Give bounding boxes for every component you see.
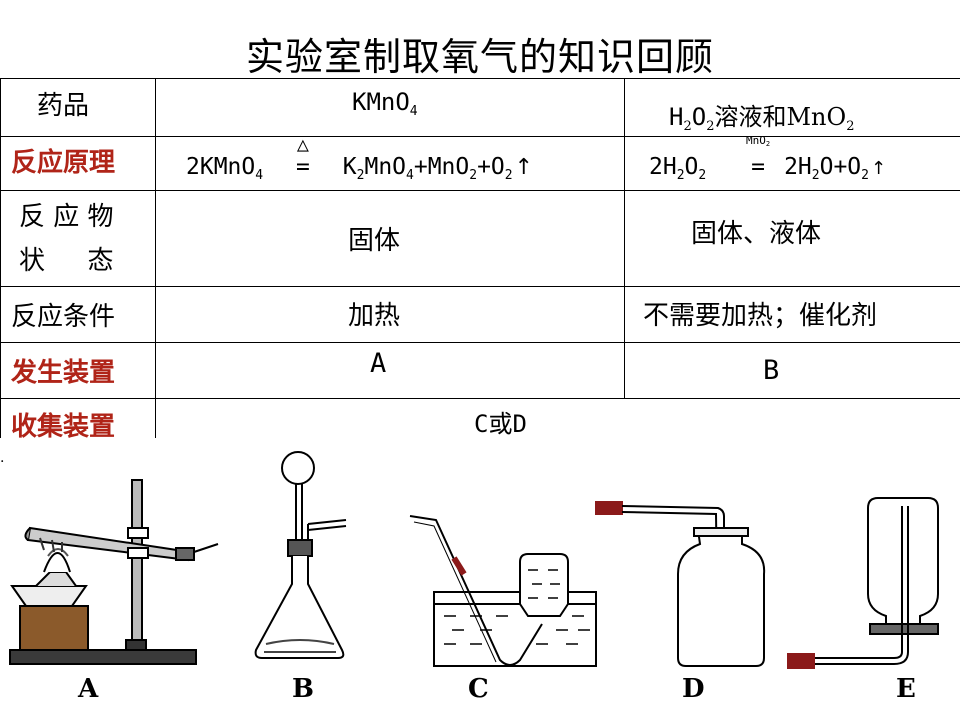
oxygen-table: 药品 KMnO4 H2O2溶液和MnO2 反应原理 2KMnO4 △ = K2M… [0, 78, 960, 438]
row-principle: 反应原理 2KMnO4 △ = K2MnO4+MnO2+O2↑ 2H2O2 Mn… [0, 132, 960, 191]
apparatus-d [595, 501, 766, 667]
header-generator: 发生装置 [0, 342, 156, 399]
generator-a: A [155, 342, 625, 399]
row-drug: 药品 KMnO4 H2O2溶液和MnO2 [0, 78, 960, 137]
apparatus-a [9, 479, 219, 665]
apparatus-c [409, 515, 597, 667]
header-condition: 反应条件 [0, 286, 156, 343]
collector-cd: C或D [155, 398, 960, 438]
label-a: A [78, 674, 99, 704]
generator-b: B [624, 342, 960, 399]
label-c: C [468, 674, 489, 704]
gas-arrow-icon: ↑ [514, 155, 534, 180]
header-principle: 反应原理 [0, 136, 156, 191]
header-drug: 药品 [0, 78, 156, 137]
row-state: 反 应 物 状 态 固体 固体、液体 [0, 190, 960, 287]
state-solid: 固体 [155, 190, 625, 287]
condition-catalyst: 不需要加热；催化剂 [624, 286, 960, 343]
apparatus-illustration: · [0, 451, 939, 669]
label-d: D [682, 674, 705, 704]
header-collector: 收集装置 [0, 398, 156, 438]
row-condition: 反应条件 加热 不需要加热；催化剂 [0, 286, 960, 343]
equation-kmno4: 2KMnO4 △ = K2MnO4+MnO2+O2↑ [155, 132, 625, 191]
label-e: E [896, 674, 916, 704]
label-b: B [292, 674, 314, 704]
header-state: 反 应 物 状 态 [0, 190, 156, 287]
equation-h2o2: 2H2O2 MnO2 = 2H2O+O2↑ [624, 134, 960, 191]
condition-heat: 加热 [155, 286, 625, 343]
row-collector: 收集装置 C或D [0, 398, 960, 438]
gas-arrow-icon: ↑ [870, 158, 887, 179]
state-solid-liquid: 固体、液体 [624, 190, 960, 287]
apparatus-b [254, 451, 347, 659]
page-title: 实验室制取氧气的知识回顾 [245, 35, 714, 79]
edge-mark: · [0, 454, 4, 470]
drug-h2o2: H2O2溶液和MnO2 [624, 78, 960, 137]
drug-kmno4: KMnO4 [155, 78, 625, 137]
apparatus-e [787, 497, 939, 669]
row-generator: 发生装置 A B [0, 342, 960, 399]
